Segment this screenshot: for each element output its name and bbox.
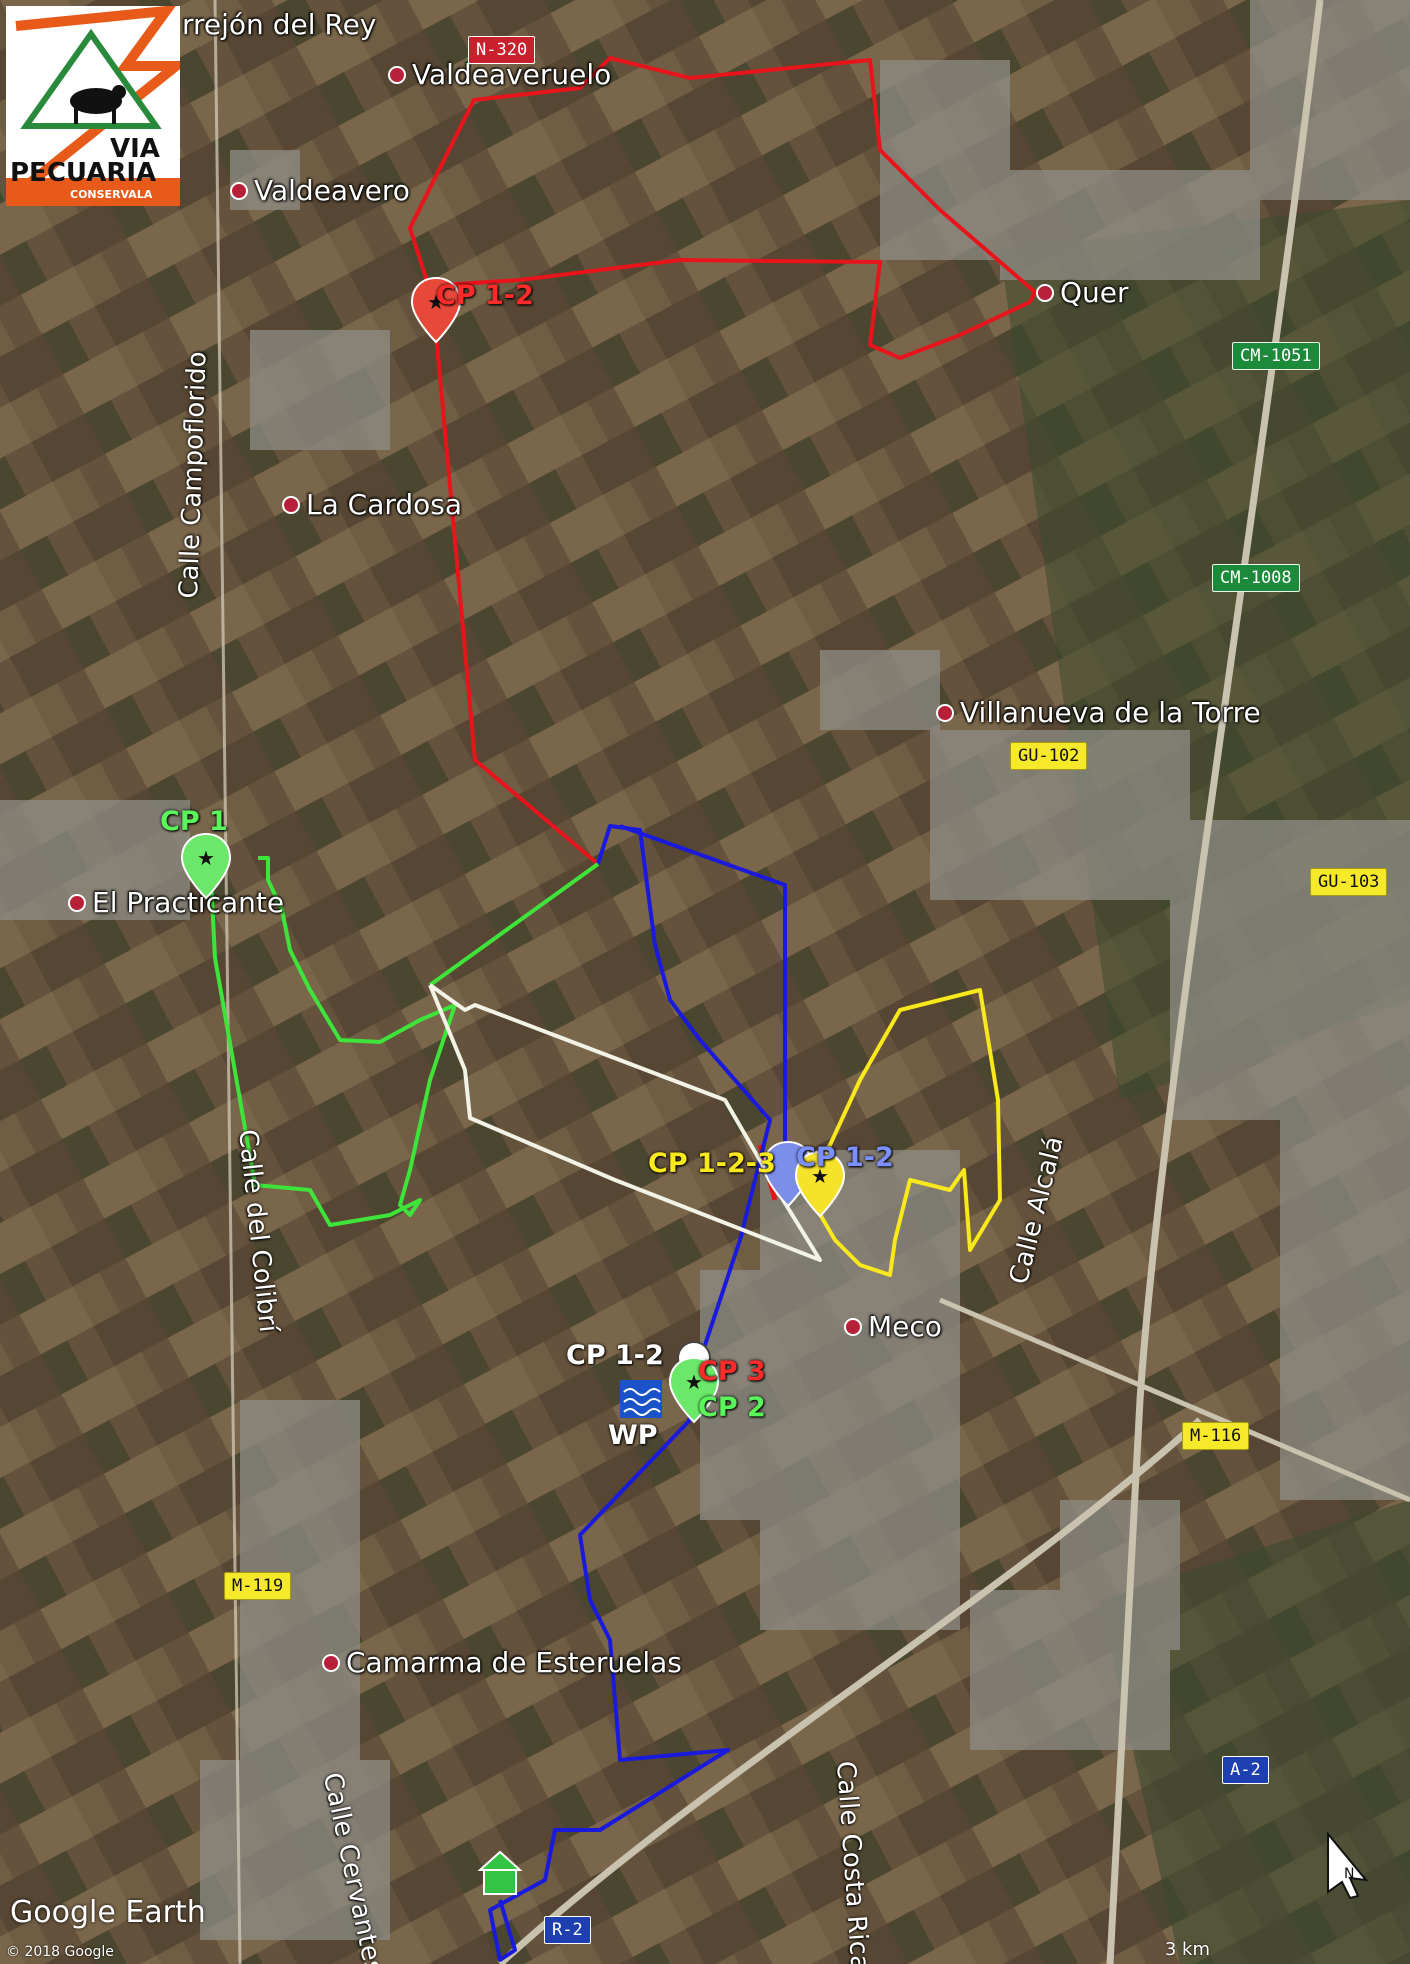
place-camarma-label: Camarma de Esteruelas [346, 1646, 682, 1679]
place-camarma[interactable]: Camarma de Esteruelas [322, 1646, 682, 1679]
scale-label: 3 km [1164, 1939, 1210, 1960]
google-earth-watermark: Google Earth [10, 1895, 206, 1930]
place-pin-icon [68, 893, 86, 912]
white-route [428, 983, 822, 1262]
blue-route [488, 824, 772, 1962]
checkpoint-green-left[interactable]: CP 1 [160, 806, 228, 837]
place-pin-icon [1036, 283, 1054, 302]
checkpoint-red-top[interactable]: CP 1-2 [436, 280, 534, 311]
place-villanueva-label: Villanueva de la Torre [960, 696, 1261, 729]
green-route [208, 856, 457, 1227]
place-pin-icon [844, 1317, 862, 1336]
checkpoint-yellow[interactable]: CP 1-2-3 [648, 1148, 776, 1179]
road-cm1008: CM-1008 [1212, 564, 1300, 592]
road-gu102: GU-102 [1010, 742, 1088, 770]
place-pin-icon [388, 65, 406, 84]
road-cm1051: CM-1051 [1232, 342, 1320, 370]
place-quer[interactable]: Quer [1036, 276, 1129, 309]
place-meco-label: Meco [868, 1310, 942, 1343]
place-pin-icon [322, 1653, 340, 1672]
road-n320: N-320 [468, 36, 536, 64]
logo-text-pecuaria: PECUARIA [10, 158, 157, 188]
place-pin-icon [936, 703, 954, 722]
yellow-route [798, 988, 1002, 1277]
green-route-b [428, 862, 600, 987]
place-quer-label: Quer [1060, 276, 1129, 309]
road-r2: R-2 [544, 1916, 591, 1944]
place-el-practicante[interactable]: El Practicante [68, 886, 284, 919]
road-m116: M-116 [1182, 1422, 1250, 1450]
logo-text-conservala: CONSERVALA [70, 188, 153, 201]
red-route [408, 56, 1037, 866]
place-pin-icon [230, 181, 248, 200]
place-la-cardosa-label: La Cardosa [306, 488, 463, 521]
place-torrejon[interactable]: rrejón del Rey [182, 8, 376, 41]
logo-text-via: VIA [110, 134, 160, 164]
road-gu103: GU-103 [1310, 868, 1388, 896]
checkpoint-red-bottom[interactable]: CP 3 [698, 1356, 766, 1387]
road-m119: M-119 [224, 1572, 292, 1600]
checkpoint-blue[interactable]: CP 1-2 [796, 1142, 894, 1173]
svg-text:N: N [1344, 1866, 1354, 1882]
place-valdeavero-label: Valdeavero [254, 174, 410, 207]
place-el-practicante-label: El Practicante [92, 886, 285, 919]
copyright-text: © 2018 Google [6, 1944, 114, 1960]
place-torrejon-label: rrejón del Rey [182, 8, 377, 41]
via-pecuaria-logo: VIA PECUARIA CONSERVALA [6, 4, 191, 206]
checkpoint-green-bottom[interactable]: CP 2 [698, 1392, 766, 1423]
checkpoint-white[interactable]: CP 1-2 [566, 1340, 664, 1371]
place-pin-icon [282, 495, 300, 514]
place-valdeavero[interactable]: Valdeavero [230, 174, 410, 207]
place-meco[interactable]: Meco [844, 1310, 942, 1343]
checkpoint-water[interactable]: WP [608, 1420, 658, 1451]
place-villanueva[interactable]: Villanueva de la Torre [936, 696, 1261, 729]
road-a2: A-2 [1222, 1756, 1269, 1784]
blue-route-b [619, 824, 787, 1150]
place-la-cardosa[interactable]: La Cardosa [282, 488, 462, 521]
compass-icon[interactable]: N [1320, 1830, 1372, 1904]
